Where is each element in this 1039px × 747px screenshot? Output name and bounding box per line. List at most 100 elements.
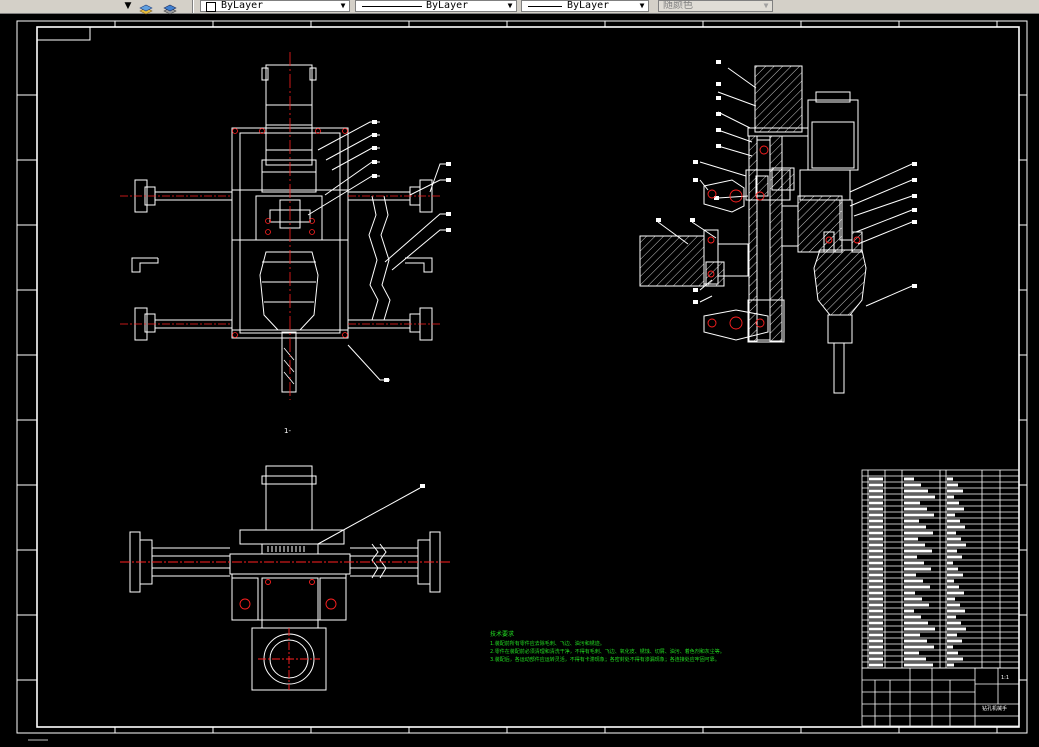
parts-cell-text: [947, 663, 954, 667]
parts-cell-text: [869, 627, 883, 631]
properties-toolbar: ▼ ByLayer ▼ ByLayer ▼ ByLayer ▼ 随颜色 ▼: [0, 0, 1039, 15]
dropdown-arrow-icon[interactable]: ▼: [124, 1, 132, 11]
lineweight-combo[interactable]: ByLayer ▼: [521, 0, 649, 12]
title-block-name: 钻孔机械手: [982, 705, 1007, 712]
parts-cell-text: [947, 519, 960, 523]
parts-cell-text: [904, 555, 917, 559]
parts-cell-text: [947, 495, 954, 499]
parts-cell-text: [947, 609, 965, 613]
layer-combo[interactable]: ByLayer ▼: [200, 0, 350, 12]
layer-states-icon[interactable]: [139, 0, 153, 15]
layer-combo-value: ByLayer: [221, 0, 264, 11]
parts-cell-text: [904, 591, 915, 595]
parts-cell-text: [947, 561, 953, 565]
parts-cell-text: [869, 663, 883, 667]
chevron-down-icon[interactable]: ▼: [639, 1, 645, 10]
parts-cell-text: [869, 567, 883, 571]
parts-cell-text: [869, 573, 883, 577]
parts-cell-text: [904, 549, 932, 553]
parts-cell-text: [947, 573, 963, 577]
parts-cell-text: [947, 537, 961, 541]
parts-cell-text: [869, 543, 883, 547]
parts-list: [861, 469, 1020, 669]
parts-cell-text: [947, 555, 962, 559]
layer-previous-icon[interactable]: [163, 0, 177, 15]
parts-cell-text: [904, 627, 935, 631]
plotstyle-combo-value: 随颜色: [663, 0, 693, 11]
parts-cell-text: [947, 627, 966, 631]
chevron-down-icon[interactable]: ▼: [340, 1, 346, 10]
parts-cell-text: [869, 549, 883, 553]
parts-cell-text: [947, 483, 958, 487]
drawing-canvas[interactable]: 1-: [0, 14, 1039, 743]
parts-cell-text: [904, 561, 924, 565]
parts-cell-text: [947, 657, 963, 661]
side-view: [639, 65, 913, 394]
parts-cell-text: [904, 531, 933, 535]
parts-cell-text: [869, 525, 883, 529]
parts-cell-text: [904, 609, 914, 613]
parts-cell-text: [947, 633, 957, 637]
parts-cell-text: [904, 645, 934, 649]
parts-cell-text: [947, 525, 965, 529]
parts-cell-text: [869, 615, 883, 619]
parts-cell-text: [904, 567, 931, 571]
parts-cell-text: [904, 639, 927, 643]
parts-cell-text: [947, 507, 964, 511]
parts-cell-text: [869, 651, 883, 655]
parts-cell-text: [869, 621, 883, 625]
parts-cell-text: [947, 603, 960, 607]
top-view: [129, 465, 441, 691]
parts-cell-text: [947, 543, 966, 547]
sheet-border: [16, 20, 1028, 734]
parts-cell-text: [947, 531, 956, 535]
title-block-scale: 1:1: [1001, 675, 1009, 681]
top-view-holes: [120, 561, 450, 690]
note-line-3: 3.装配后，各运动部件应运转灵活，不得有卡滞现象；各密封处不得有渗漏现象；各连接…: [490, 656, 720, 663]
parts-cell-text: [904, 513, 934, 517]
parts-cell-text: [904, 543, 925, 547]
parts-cell-text: [869, 585, 883, 589]
parts-cell-text: [947, 579, 954, 583]
parts-cell-text: [947, 621, 961, 625]
parts-cell-text: [869, 537, 883, 541]
parts-cell-text: [869, 507, 883, 511]
lineweight-combo-value: ByLayer: [567, 0, 610, 11]
note-line-1: 1.装配前所有零件应去除毛刺、飞边、油污和锈迹。: [490, 640, 605, 647]
parts-cell-text: [947, 549, 957, 553]
parts-cell-text: [869, 597, 883, 601]
chevron-down-icon[interactable]: ▼: [507, 1, 513, 10]
parts-cell-text: [904, 537, 918, 541]
front-view-centerlines: [120, 52, 440, 400]
parts-cell-text: [904, 597, 922, 601]
linetype-combo-value: ByLayer: [426, 0, 469, 11]
parts-cell-text: [904, 651, 919, 655]
parts-cell-text: [947, 615, 956, 619]
parts-cell-text: [947, 651, 958, 655]
parts-cell-text: [869, 645, 883, 649]
parts-cell-text: [869, 513, 883, 517]
parts-cell-text: [869, 609, 883, 613]
linetype-combo[interactable]: ByLayer ▼: [355, 0, 517, 12]
parts-cell-text: [904, 657, 926, 661]
parts-cell-text: [904, 603, 929, 607]
border-zone-marks: [17, 21, 1027, 733]
plotstyle-combo[interactable]: 随颜色 ▼: [658, 0, 773, 12]
technical-notes: 技术要求 1.装配前所有零件应去除毛刺、飞边、油污和锈迹。 2.零件在装配前必须…: [490, 630, 725, 663]
parts-cell-text: [904, 579, 923, 583]
chevron-down-icon: ▼: [763, 1, 769, 10]
parts-cell-text: [904, 501, 920, 505]
side-view-balloons: [372, 60, 917, 488]
parts-list-text: [869, 477, 966, 667]
parts-cell-text: [904, 663, 933, 667]
parts-cell-text: [869, 501, 883, 505]
parts-cell-text: [904, 495, 935, 499]
parts-cell-text: [904, 621, 928, 625]
parts-cell-text: [904, 489, 928, 493]
parts-cell-text: [869, 591, 883, 595]
parts-cell-text: [947, 513, 955, 517]
parts-cell-text: [904, 525, 926, 529]
parts-cell-text: [904, 507, 927, 511]
note-line-2: 2.零件在装配前必须清理和清洗干净，不得有毛刺、飞边、氧化皮、锈蚀、切屑、油污、…: [490, 648, 725, 655]
parts-cell-text: [947, 489, 963, 493]
